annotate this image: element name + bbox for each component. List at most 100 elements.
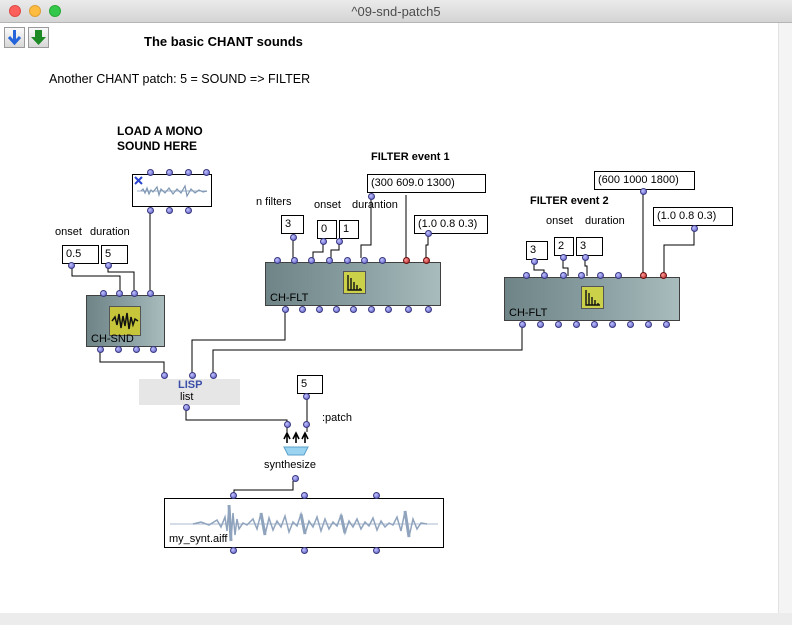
ch-snd-outlet-4[interactable] (150, 346, 157, 353)
synthesize-outlet[interactable] (292, 475, 299, 482)
ch-snd-outlet-1[interactable] (97, 346, 104, 353)
output-outlet-1[interactable] (230, 547, 237, 554)
snd-duration-outlet[interactable] (105, 262, 112, 269)
snd-onset-value[interactable]: 0.5 (62, 245, 99, 264)
flt2-freqs-value[interactable]: (600 1000 1800) (594, 171, 695, 190)
flt1-outlet-5[interactable] (350, 306, 357, 313)
sound-outlet-3[interactable] (185, 207, 192, 214)
ch-flt-box-2[interactable]: CH-FLT (504, 277, 680, 321)
flt2-outlet-3[interactable] (555, 321, 562, 328)
output-inlet-2[interactable] (301, 492, 308, 499)
sound-inlet-3[interactable] (185, 169, 192, 176)
flt2-inlet-5[interactable] (597, 272, 604, 279)
flt1-inlet-9[interactable] (423, 257, 430, 264)
flt1-inlet-2[interactable] (291, 257, 298, 264)
flt2-outlet-7[interactable] (627, 321, 634, 328)
flt1-outlet-1[interactable] (282, 306, 289, 313)
flt2-inlet-2[interactable] (541, 272, 548, 279)
snd-onset-outlet[interactable] (68, 262, 75, 269)
flt1-inlet-8[interactable] (403, 257, 410, 264)
ch-snd-inlet-3[interactable] (131, 290, 138, 297)
flt1-outlet-8[interactable] (405, 306, 412, 313)
flt1-nfilters-value[interactable]: 3 (281, 215, 304, 234)
flt1-freqs-outlet[interactable] (368, 193, 375, 200)
sound-inlet-1[interactable] (147, 169, 154, 176)
flt1-inlet-5[interactable] (344, 257, 351, 264)
flt1-duration-value[interactable]: 1 (339, 220, 359, 239)
output-sound-box[interactable]: my_synt.aiff (164, 498, 444, 548)
flt2-inlet-1[interactable] (523, 272, 530, 279)
flt2-inlet-6[interactable] (615, 272, 622, 279)
flt2-nfilters-outlet[interactable] (531, 258, 538, 265)
flt2-outlet-4[interactable] (573, 321, 580, 328)
flt1-onset-outlet[interactable] (320, 238, 327, 245)
synthesize-inlet-1[interactable] (284, 421, 291, 428)
patch-number-value[interactable]: 5 (297, 375, 323, 394)
input-sound-box[interactable] (132, 174, 212, 207)
flt1-onset-value[interactable]: 0 (317, 220, 337, 239)
sound-outlet-2[interactable] (166, 207, 173, 214)
close-icon[interactable] (133, 175, 144, 186)
flt2-inlet-8[interactable] (660, 272, 667, 279)
synthesize-inlet-2[interactable] (303, 421, 310, 428)
sound-inlet-4[interactable] (203, 169, 210, 176)
flt1-outlet-6[interactable] (368, 306, 375, 313)
ch-snd-inlet-4[interactable] (147, 290, 154, 297)
flt1-nfilters-outlet[interactable] (290, 234, 297, 241)
flt1-inlet-4[interactable] (326, 257, 333, 264)
lisp-inlet-3[interactable] (210, 372, 217, 379)
sound-inlet-2[interactable] (166, 169, 173, 176)
flt2-outlet-5[interactable] (591, 321, 598, 328)
lisp-inlet-1[interactable] (161, 372, 168, 379)
close-window-button[interactable] (9, 5, 21, 17)
flt2-amps-outlet[interactable] (691, 225, 698, 232)
flt1-inlet-3[interactable] (308, 257, 315, 264)
flt2-outlet-1[interactable] (519, 321, 526, 328)
ch-snd-inlet-2[interactable] (116, 290, 123, 297)
flt1-inlet-6[interactable] (361, 257, 368, 264)
ch-snd-outlet-3[interactable] (133, 346, 140, 353)
flt1-freqs-value[interactable]: (300 609.0 1300) (367, 174, 486, 193)
sound-outlet-1[interactable] (147, 207, 154, 214)
snd-duration-value[interactable]: 5 (101, 245, 128, 264)
flt2-inlet-4[interactable] (578, 272, 585, 279)
flt2-inlet-3[interactable] (560, 272, 567, 279)
flt1-amps-outlet[interactable] (425, 230, 432, 237)
flt2-onset-outlet[interactable] (560, 254, 567, 261)
green-down-arrow-button[interactable] (28, 27, 49, 48)
output-outlet-2[interactable] (301, 547, 308, 554)
flt2-outlet-9[interactable] (663, 321, 670, 328)
lisp-outlet[interactable] (183, 404, 190, 411)
ch-flt-box-1[interactable]: CH-FLT (265, 262, 441, 306)
zoom-window-button[interactable] (49, 5, 61, 17)
flt2-nfilters-value[interactable]: 3 (526, 241, 548, 260)
flt2-duration-outlet[interactable] (582, 254, 589, 261)
flt2-duration-value[interactable]: 3 (576, 237, 603, 256)
patch-number-outlet[interactable] (303, 393, 310, 400)
flt1-duration-outlet[interactable] (336, 238, 343, 245)
output-outlet-3[interactable] (373, 547, 380, 554)
vertical-scrollbar[interactable] (778, 23, 792, 613)
ch-snd-box[interactable]: CH-SND (86, 295, 165, 347)
flt2-freqs-outlet[interactable] (640, 188, 647, 195)
flt2-outlet-2[interactable] (537, 321, 544, 328)
flt1-amps-value[interactable]: (1.0 0.8 0.3) (414, 215, 488, 234)
flt1-inlet-1[interactable] (274, 257, 281, 264)
lisp-list-box[interactable]: LISP list (139, 379, 240, 405)
flt2-amps-value[interactable]: (1.0 0.8 0.3) (653, 207, 733, 226)
flt1-outlet-7[interactable] (385, 306, 392, 313)
flt1-outlet-3[interactable] (316, 306, 323, 313)
flt2-inlet-7[interactable] (640, 272, 647, 279)
flt1-outlet-4[interactable] (333, 306, 340, 313)
flt1-outlet-9[interactable] (425, 306, 432, 313)
ch-snd-outlet-2[interactable] (115, 346, 122, 353)
flt1-inlet-7[interactable] (379, 257, 386, 264)
flt2-outlet-8[interactable] (645, 321, 652, 328)
blue-down-arrow-button[interactable] (4, 27, 25, 48)
minimize-window-button[interactable] (29, 5, 41, 17)
synthesize-box[interactable] (281, 425, 311, 459)
output-inlet-1[interactable] (230, 492, 237, 499)
ch-snd-inlet-1[interactable] (100, 290, 107, 297)
flt2-outlet-6[interactable] (609, 321, 616, 328)
output-inlet-3[interactable] (373, 492, 380, 499)
